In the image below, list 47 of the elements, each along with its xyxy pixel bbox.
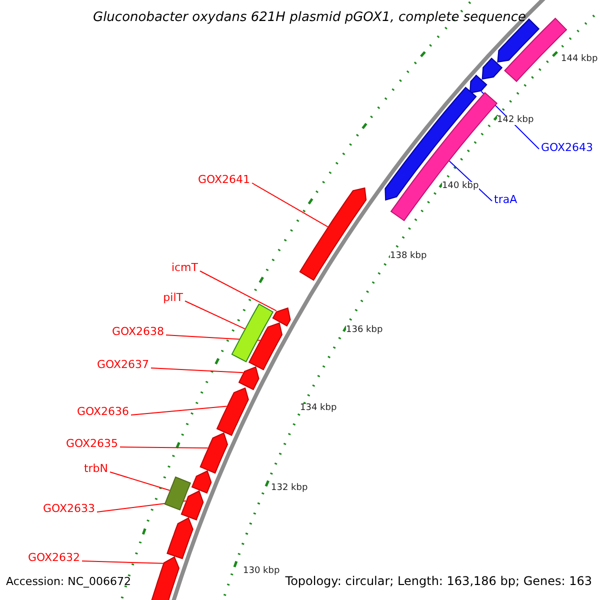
leader-line xyxy=(448,160,492,202)
gene-label: icmT xyxy=(171,262,198,273)
gene-feature xyxy=(384,86,477,201)
gene-feature xyxy=(482,58,503,80)
tick-label: 132 kbp xyxy=(271,484,308,493)
gene-feature xyxy=(166,517,194,560)
gene-label: GOX2643 xyxy=(541,142,594,153)
leader-line xyxy=(130,406,228,416)
topology-text: Topology: circular; Length: 163,186 bp; Genes: 163 xyxy=(285,575,592,587)
leader-line xyxy=(184,300,246,330)
gene-feature xyxy=(238,366,260,390)
gene-feature xyxy=(272,307,291,327)
gene-label: GOX2638 xyxy=(112,326,164,337)
gene-feature xyxy=(248,322,283,370)
gene-feature xyxy=(150,556,180,600)
leader-line xyxy=(110,472,170,491)
tick-label: 136 kbp xyxy=(346,326,383,335)
gene-feature xyxy=(216,387,249,436)
gene-label: pilT xyxy=(163,292,183,303)
gene-block xyxy=(231,303,274,362)
leader-line xyxy=(82,560,164,564)
tick-label: 140 kbp xyxy=(442,182,479,191)
gene-label: GOX2635 xyxy=(66,438,118,449)
gene-label: GOX2641 xyxy=(198,174,250,185)
gene-label: GOX2633 xyxy=(42,503,95,514)
tick-label: 138 kbp xyxy=(390,252,427,261)
gene-feature xyxy=(200,432,228,474)
gene-label: GOX2636 xyxy=(76,406,129,417)
tick-label: 142 kbp xyxy=(497,116,534,125)
gene-label: GOX2637 xyxy=(96,359,149,370)
leader-line xyxy=(150,368,244,374)
gene-feature xyxy=(191,470,212,494)
gene-label: GOX2632 xyxy=(28,552,80,563)
gene-block xyxy=(164,476,192,511)
tick-label: 130 kbp xyxy=(243,567,280,576)
tick-label: 144 kbp xyxy=(561,55,598,64)
leader-line xyxy=(200,270,277,312)
gene-label: traA xyxy=(494,194,518,205)
gene-label: trbN xyxy=(84,463,108,474)
gene-feature xyxy=(469,74,488,94)
map-title: Gluconobacter oxydans 621H plasmid pGOX1, complete sequence xyxy=(93,11,526,24)
tick-label: 134 kbp xyxy=(300,404,337,413)
gene-feature xyxy=(299,187,367,281)
leader-line xyxy=(120,446,208,448)
leader-line xyxy=(252,182,328,228)
gene-feature xyxy=(180,490,204,520)
accession-text: Accession: NC_006672 xyxy=(6,576,132,587)
